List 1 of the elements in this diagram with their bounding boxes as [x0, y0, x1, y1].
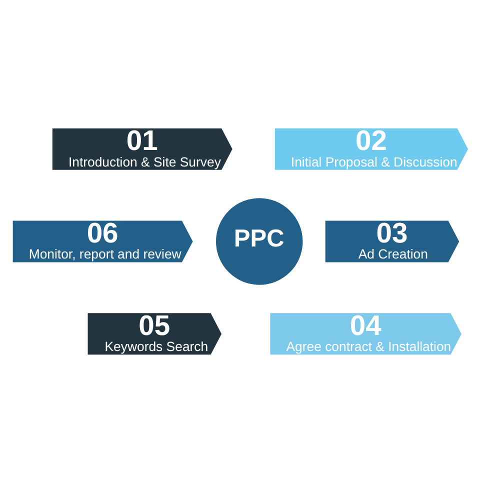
node-circle: PPC	[214, 196, 305, 286]
